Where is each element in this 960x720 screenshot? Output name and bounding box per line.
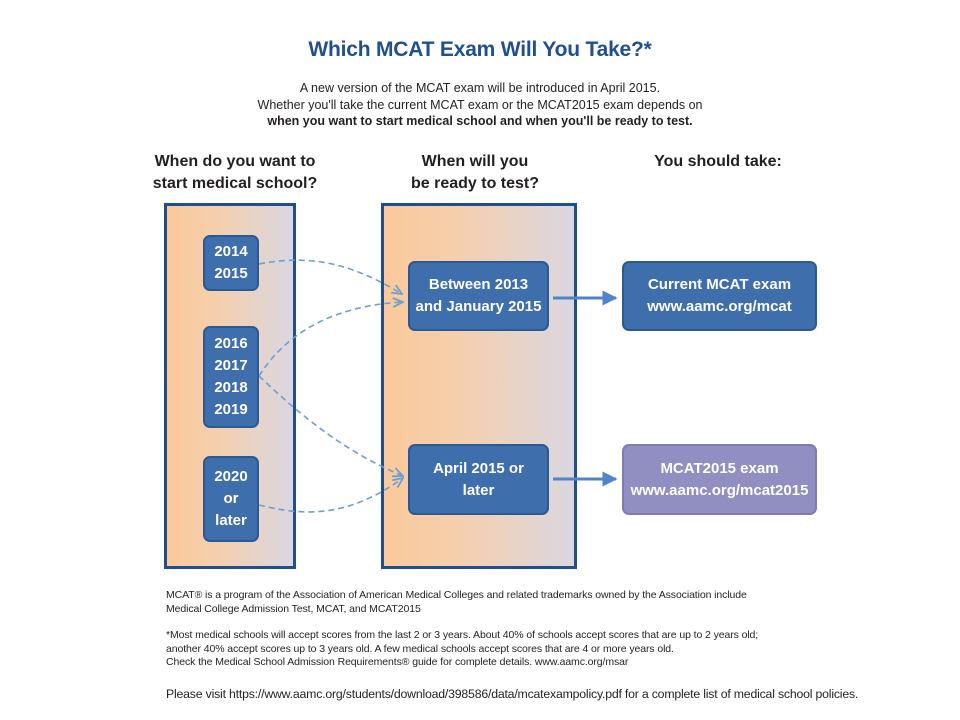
start-year-box-line: 2019 <box>214 401 248 418</box>
column-header-ready-line-2: be ready to test? <box>410 175 540 192</box>
column-header-ready: When will you be ready to test? <box>370 151 580 195</box>
intro-line-2: Whether you'll take the current MCAT exa… <box>257 97 703 112</box>
start-year-box-2014-2015: 2014 2015 <box>203 235 259 291</box>
start-year-box-2020-or-later: 2020 or later <box>203 456 259 542</box>
trademark-line: Medical College Admission Test, MCAT, an… <box>166 602 421 615</box>
trademark-line: MCAT® is a program of the Association of… <box>166 589 747 601</box>
exam-box-current-mcat: Current MCAT exam www.aamc.org/mcat <box>622 261 817 331</box>
exam-box-url: www.aamc.org/mcat2015 <box>630 481 809 499</box>
start-year-box-line: 2014 <box>214 243 248 260</box>
start-year-box-line: later <box>215 512 247 529</box>
ready-box-line: Between 2013 <box>428 276 529 293</box>
score-footnote: *Most medical schools will accept scores… <box>166 629 866 670</box>
intro-line-3: when you want to start medical school an… <box>267 114 693 128</box>
score-footnote-line: another 40% accept scores up to 3 years … <box>166 642 674 655</box>
page-title: Which MCAT Exam Will You Take?* <box>308 38 652 61</box>
intro-text: A new version of the MCAT exam will be i… <box>0 80 960 130</box>
start-year-box-2016-2019: 2016 2017 2018 2019 <box>203 326 259 428</box>
column-header-ready-line-1: When will you <box>421 153 529 170</box>
exam-box-name: MCAT2015 exam <box>660 459 779 477</box>
ready-box-april-2015-or-later: April 2015 or later <box>408 444 549 515</box>
ready-box-line: and January 2015 <box>415 298 542 315</box>
trademark-footnote: MCAT® is a program of the Association of… <box>166 589 866 616</box>
policy-link-text[interactable]: Please visit https://www.aamc.org/studen… <box>166 687 859 701</box>
column-header-start: When do you want to start medical school… <box>130 151 340 195</box>
start-year-box-line: or <box>223 490 239 507</box>
exam-box-mcat2015: MCAT2015 exam www.aamc.org/mcat2015 <box>622 444 817 515</box>
column-header-take: You should take: <box>618 151 818 173</box>
start-year-box-line: 2016 <box>214 335 248 352</box>
exam-box-url: www.aamc.org/mcat <box>647 298 792 315</box>
start-year-box-line: 2020 <box>214 468 248 485</box>
exam-box-name: Current MCAT exam <box>647 276 792 293</box>
start-year-box-line: 2018 <box>214 379 248 396</box>
score-footnote-line: *Most medical schools will accept scores… <box>166 629 759 641</box>
score-footnote-line: Check the Medical School Admission Requi… <box>166 656 629 668</box>
ready-box-line: April 2015 or <box>433 459 524 477</box>
ready-box-line: later <box>462 481 495 499</box>
start-year-box-line: 2015 <box>214 265 248 282</box>
column-header-start-line-1: When do you want to <box>154 153 316 170</box>
column-header-start-line-2: start medical school? <box>152 175 318 192</box>
start-year-box-line: 2017 <box>214 357 248 374</box>
intro-line-1: A new version of the MCAT exam will be i… <box>299 81 661 95</box>
ready-box-between-2013-jan-2015: Between 2013 and January 2015 <box>408 261 549 331</box>
column-header-take-line-1: You should take: <box>654 153 782 170</box>
